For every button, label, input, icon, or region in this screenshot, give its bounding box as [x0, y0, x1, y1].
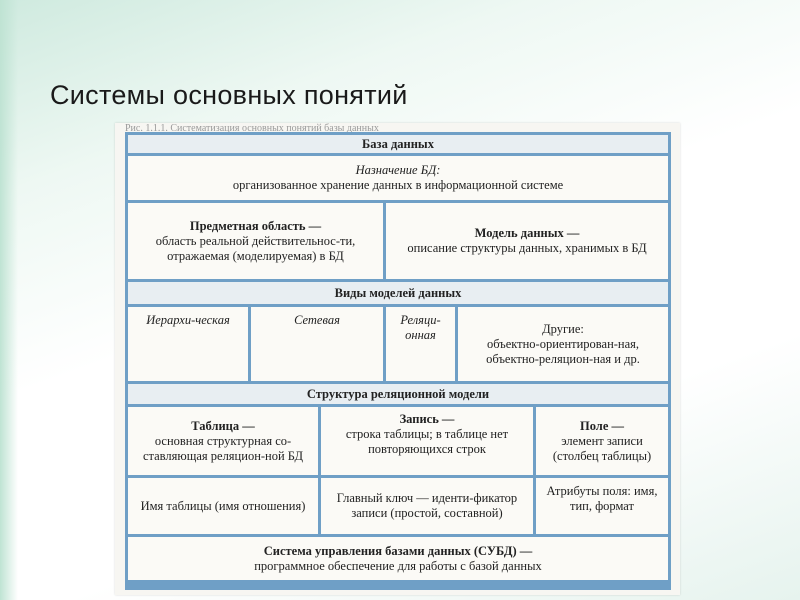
record-text: строка таблицы; в таблице нет повторяющи… — [345, 427, 509, 456]
model-other-text: объектно-ориентирован-ная, объектно-реля… — [486, 336, 640, 366]
header-database: База данных — [128, 135, 668, 153]
cell-primary-key: Главный ключ — иденти-фикатор записи (пр… — [321, 478, 533, 534]
model-other: Другие: объектно-ориентирован-ная, объек… — [458, 307, 668, 381]
cell-field-attributes: Атрибуты поля: имя, тип, формат — [536, 478, 668, 534]
relational-row-details: Имя таблицы (имя отношения) Главный ключ… — [128, 478, 668, 534]
model-other-title: Другие: — [542, 321, 584, 336]
purpose-title: Назначение БД: — [355, 163, 441, 177]
slide-left-band — [0, 0, 18, 600]
cell-subject-area: Предметная область — область реальной де… — [128, 203, 383, 279]
subject-area-text: область реальной действительнос-ти, отра… — [155, 233, 356, 263]
subject-area-title: Предметная область — — [189, 218, 322, 233]
faded-caption: Рис. 1.1.1. Систематизация основных поня… — [125, 123, 379, 134]
dbms-title: Система управления базами данных (СУБД) … — [263, 543, 533, 558]
cell-table-name: Имя таблицы (имя отношения) — [128, 478, 318, 534]
cell-record: Запись — строка таблицы; в таблице нет п… — [321, 407, 533, 475]
field-text: элемент записи (столбец таблицы) — [552, 433, 652, 463]
model-hierarchical: Иерархи-ческая — [128, 307, 248, 381]
table-text: основная структурная со-ставляющая реляц… — [142, 433, 304, 463]
dbms-text: программное обеспечение для работы с баз… — [254, 558, 542, 573]
scanned-diagram: Рис. 1.1.1. Систематизация основных поня… — [115, 123, 680, 595]
relational-row-definitions: Таблица — основная структурная со-ставля… — [128, 407, 668, 475]
data-model-text: описание структуры данных, хранимых в БД — [407, 241, 647, 255]
model-network: Сетевая — [251, 307, 383, 381]
header-model-types: Виды моделей данных — [128, 282, 668, 304]
purpose-text: организованное хранение данных в информа… — [232, 178, 564, 192]
cell-dbms: Система управления базами данных (СУБД) … — [128, 537, 668, 580]
cell-purpose: Назначение БД: организованное хранение д… — [128, 156, 668, 200]
header-relational-structure: Структура реляционной модели — [128, 384, 668, 404]
cell-table: Таблица — основная структурная со-ставля… — [128, 407, 318, 475]
concept-diagram: База данных Назначение БД: организованно… — [125, 132, 671, 590]
data-model-title: Модель данных — — [474, 226, 580, 240]
cell-field: Поле — элемент записи (столбец таблицы) — [536, 407, 668, 475]
model-relational: Реляци-онная — [386, 307, 455, 381]
slide-title: Системы основных понятий — [50, 80, 408, 110]
record-title: Запись — — [399, 412, 455, 426]
table-title: Таблица — — [191, 418, 255, 433]
cell-data-model: Модель данных — описание структуры данны… — [386, 203, 668, 279]
field-title: Поле — — [580, 418, 624, 433]
